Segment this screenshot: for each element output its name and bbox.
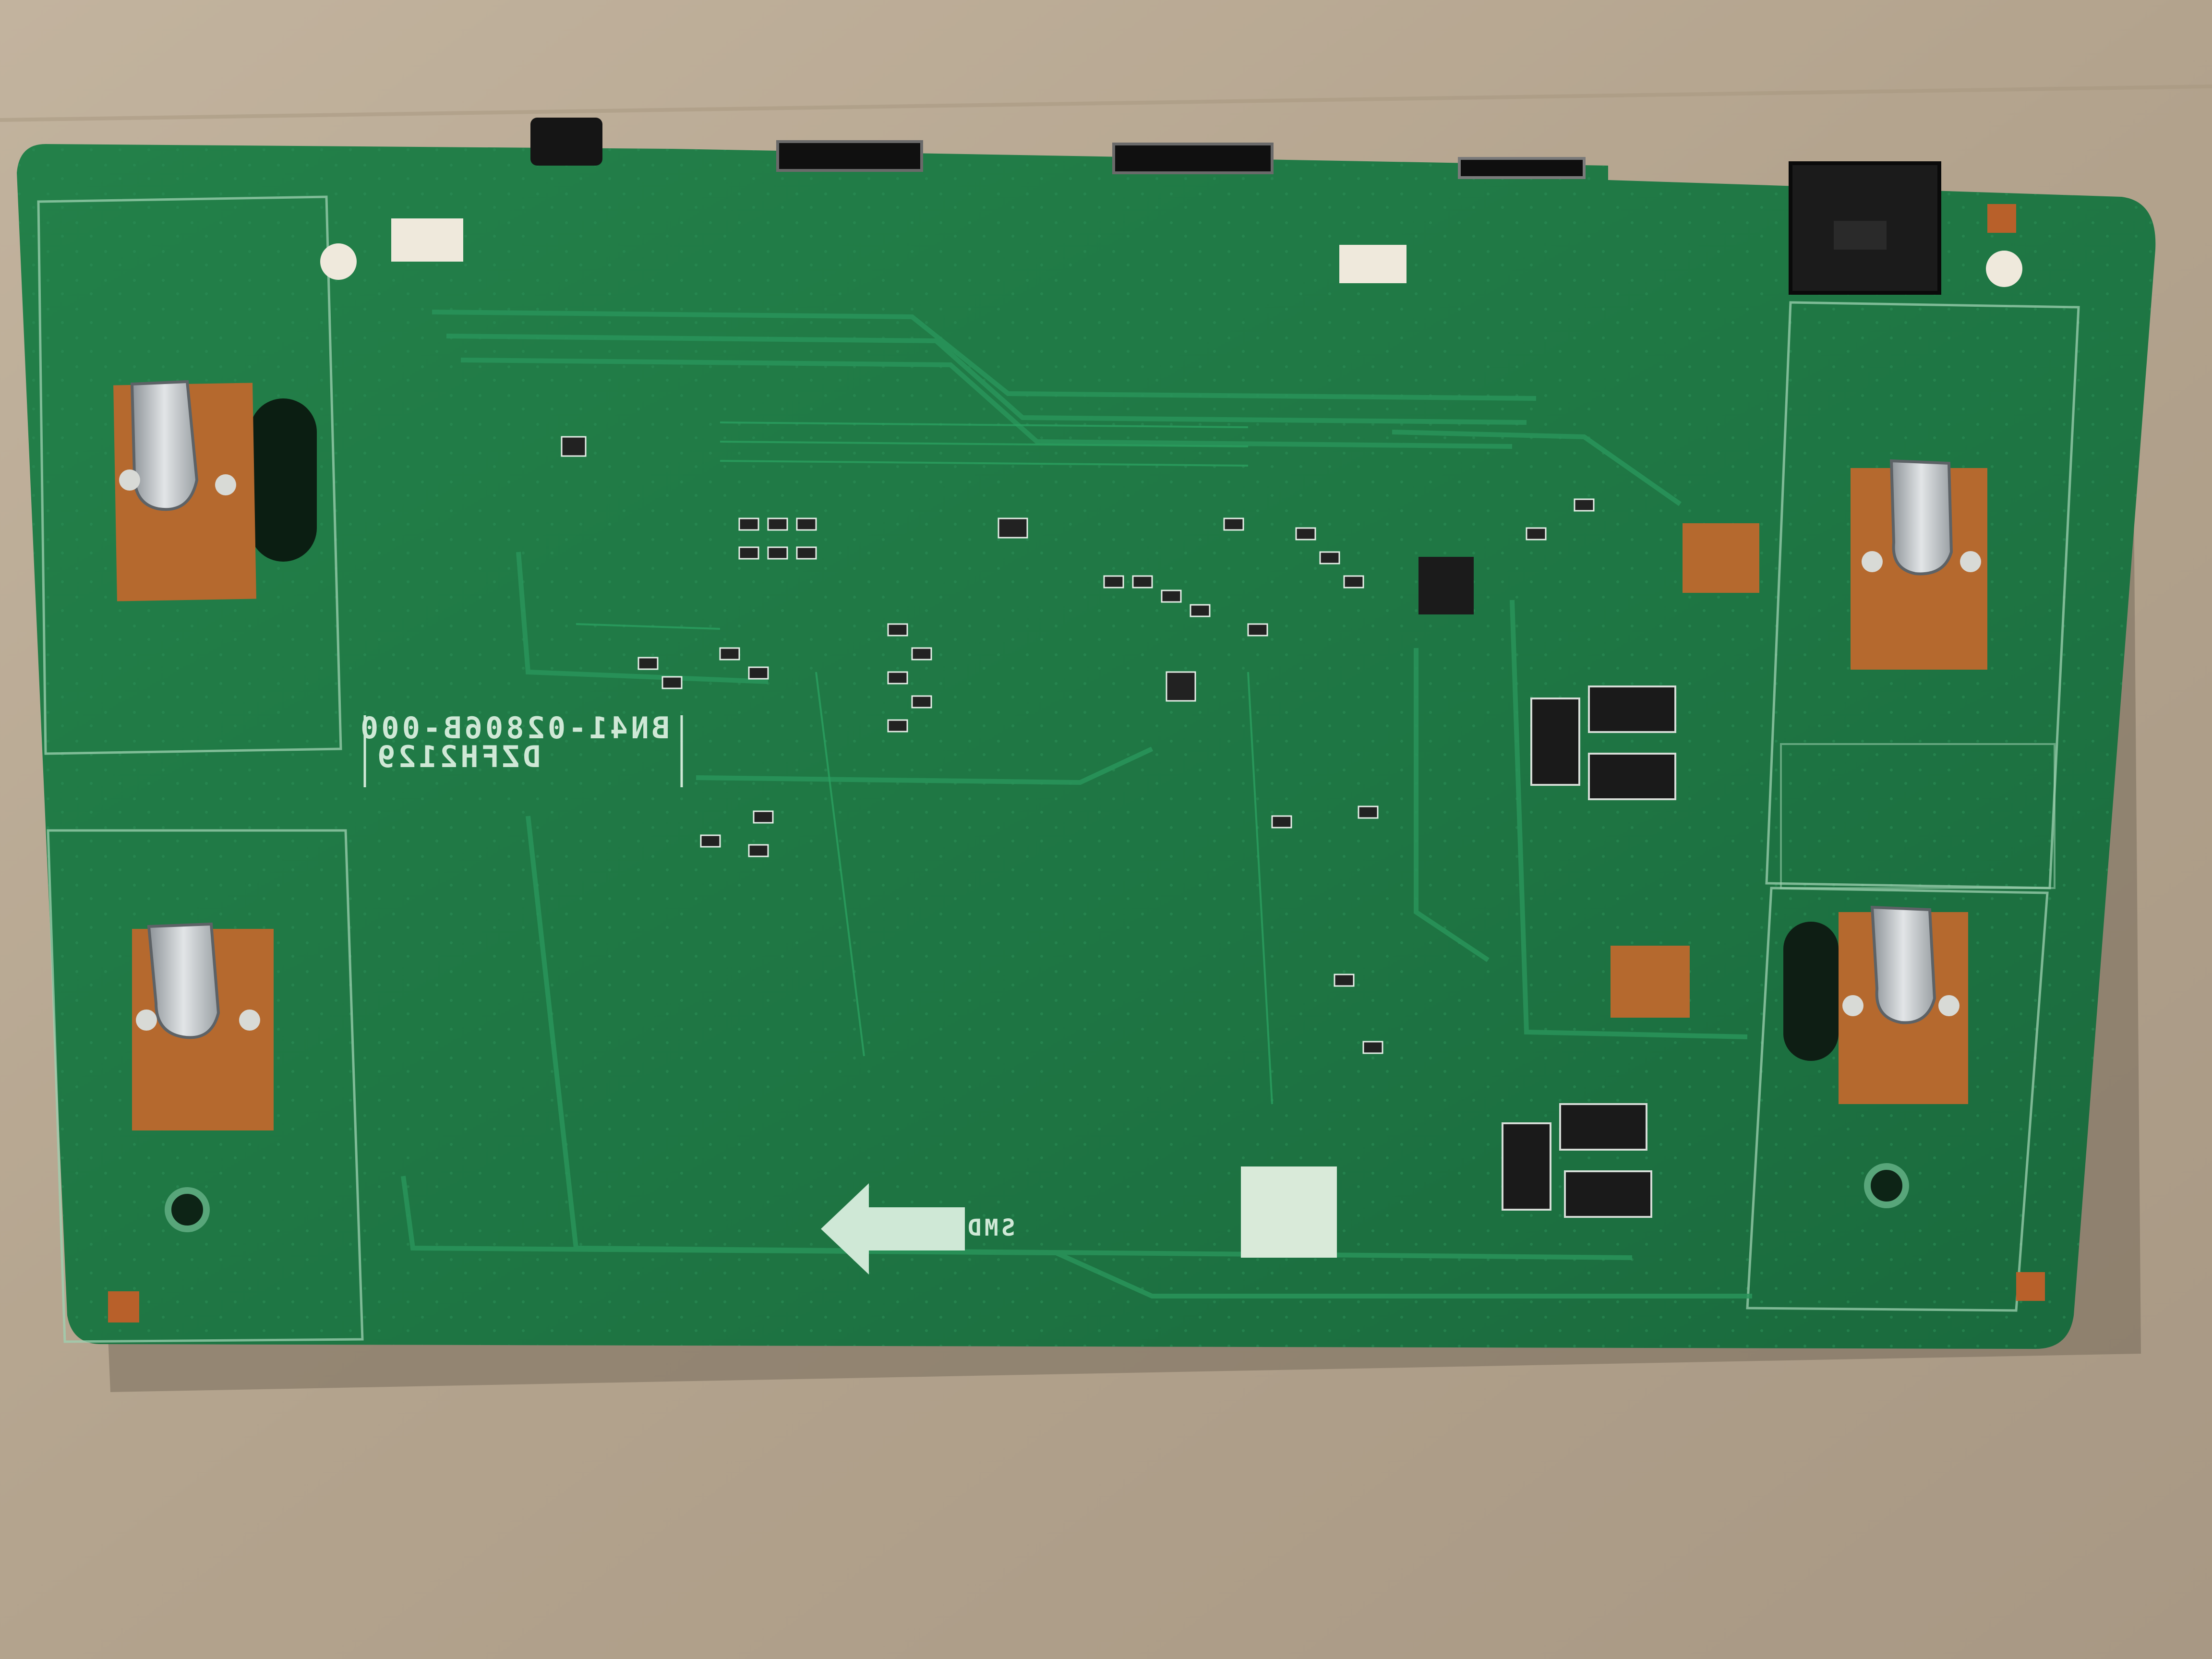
- mount-hole-top-left: [320, 243, 357, 280]
- power-jack-label: [1834, 221, 1887, 250]
- mount-hole-top-right: [1986, 251, 2022, 287]
- hdmi-port-2: [1112, 143, 1274, 174]
- clip-top-right: [1851, 459, 1987, 670]
- smd-label: SMD: [965, 1214, 1015, 1241]
- clip-bottom-right: [1839, 905, 1968, 1104]
- right-mid-box: [1780, 743, 2056, 889]
- usb-port: [1458, 157, 1586, 179]
- audio-jack-left: [530, 118, 602, 166]
- mount-hole-bottom-right: [1864, 1163, 1909, 1208]
- capacitor-group-upper: [1530, 685, 1676, 800]
- part-number-bracket: [363, 715, 683, 787]
- board-code-label: DZFH2129: [374, 739, 541, 774]
- hdmi-port-1: [776, 140, 923, 172]
- clip-bottom-left: [132, 922, 274, 1130]
- left-top-outline: [37, 195, 342, 755]
- copper-pad-lower-right: [1611, 946, 1690, 1018]
- white-sticker: [1241, 1166, 1337, 1258]
- corner-pad-bottom-left: [108, 1291, 139, 1322]
- smd-component-cluster: [561, 436, 1595, 1054]
- left-bottom-outline: [47, 829, 364, 1343]
- pcb-traces-fine: [576, 421, 1273, 1105]
- capacitor-group-lower: [1502, 1103, 1652, 1218]
- oval-slot-left: [250, 398, 317, 562]
- oval-slot-right: [1783, 922, 1839, 1061]
- smd-direction-arrow: [821, 1183, 965, 1274]
- copper-pad-mid-right: [1683, 523, 1759, 593]
- pcb-texture: [17, 144, 2156, 1349]
- cardboard-seam: [0, 84, 2212, 122]
- ic-chip: [1419, 557, 1474, 614]
- right-bottom-outline: [1746, 887, 2049, 1312]
- slot-top-2: [1339, 245, 1407, 283]
- corner-pad-top-right: [1987, 204, 2016, 233]
- clip-top-left: [113, 380, 256, 601]
- slot-top-1: [391, 218, 463, 262]
- corner-pad-bottom-right: [2016, 1272, 2045, 1301]
- mount-hole-bottom-left: [165, 1187, 210, 1232]
